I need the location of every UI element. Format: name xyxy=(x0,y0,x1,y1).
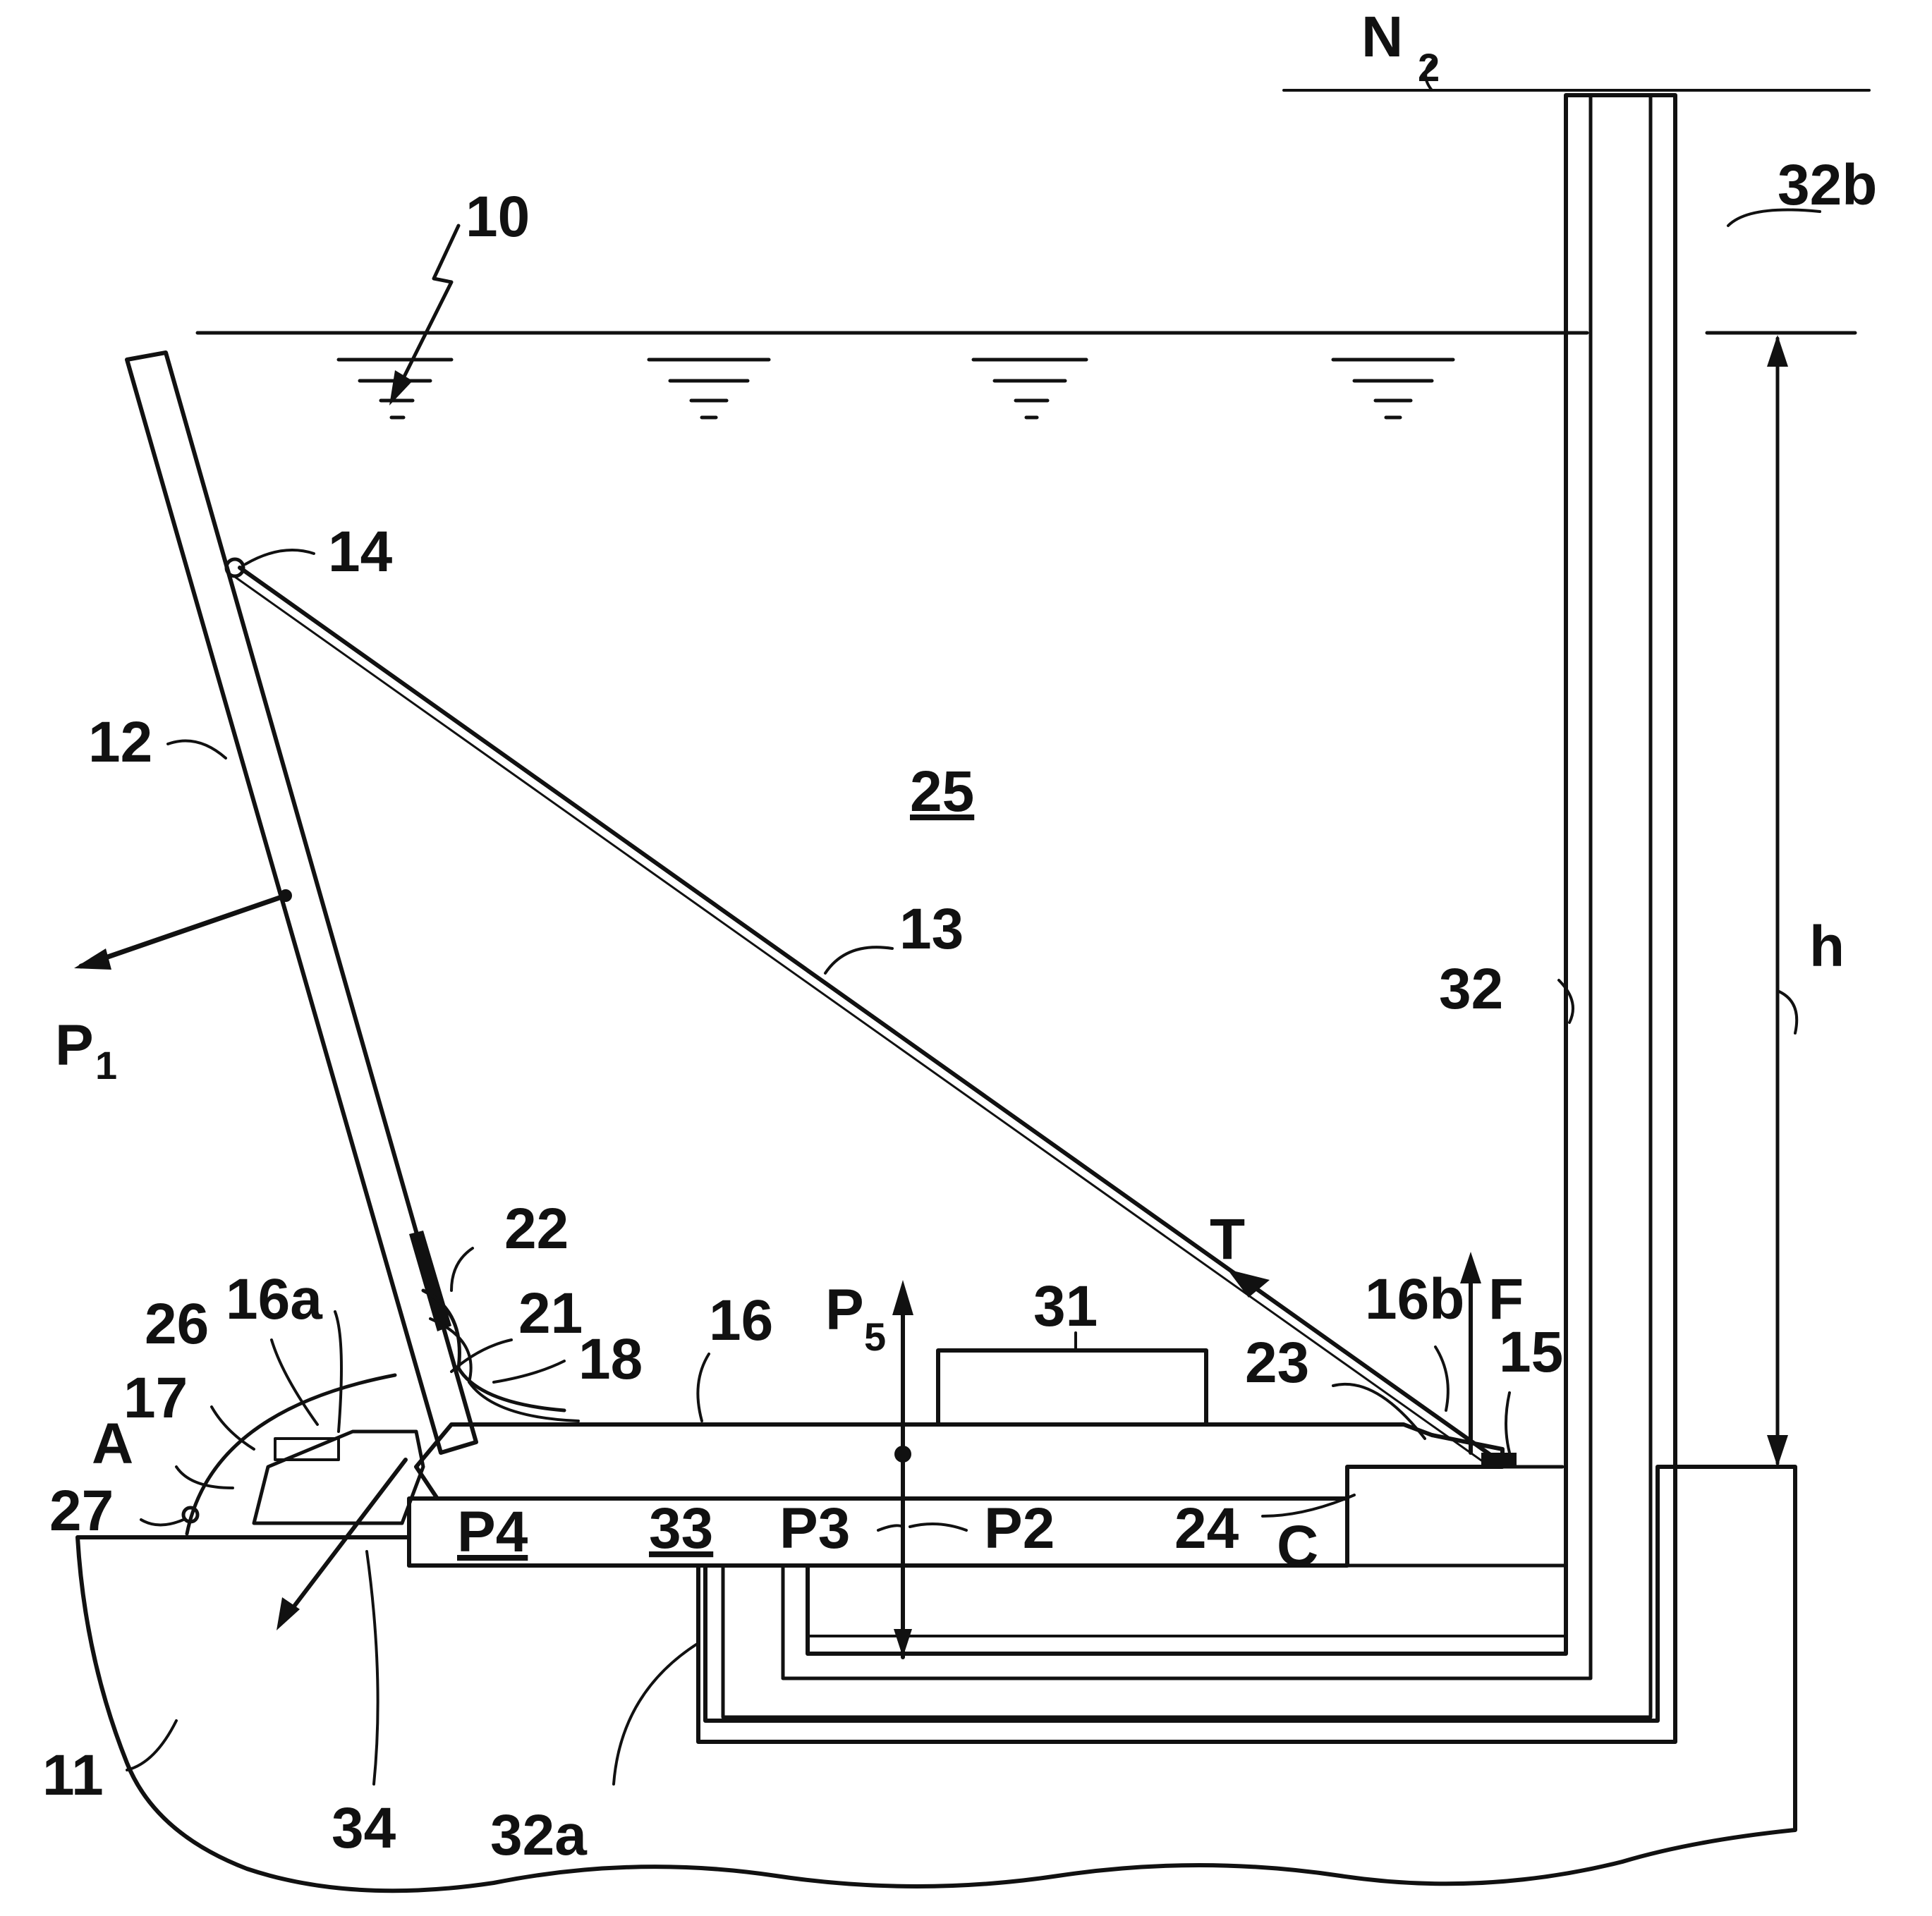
p1-point xyxy=(279,889,292,902)
seal-22 xyxy=(409,1231,451,1331)
label-22: 22 xyxy=(504,1197,569,1261)
label-23: 23 xyxy=(1245,1331,1309,1395)
label-18: 18 xyxy=(578,1327,643,1391)
label-t: T xyxy=(1210,1207,1245,1271)
label-p3: P3 xyxy=(779,1496,850,1561)
p5-arrowhead xyxy=(892,1280,913,1315)
ref-10-arrow xyxy=(395,226,458,395)
anchor-15 xyxy=(1481,1453,1517,1467)
label-14: 14 xyxy=(328,520,393,584)
label-15: 15 xyxy=(1499,1320,1563,1384)
label-34: 34 xyxy=(332,1796,396,1860)
label-32: 32 xyxy=(1439,957,1503,1021)
inner-plate xyxy=(808,1636,1566,1654)
label-21: 21 xyxy=(518,1281,583,1346)
base-slab-16 xyxy=(416,1424,1502,1499)
label-p5: P xyxy=(825,1278,864,1342)
label-25: 25 xyxy=(910,759,974,824)
label-p5-sub: 5 xyxy=(864,1314,886,1359)
label-11: 11 xyxy=(42,1743,104,1807)
label-12: 12 xyxy=(88,710,152,774)
p1-arrow xyxy=(81,896,286,966)
label-c: C xyxy=(1277,1514,1318,1578)
label-32b: 32b xyxy=(1778,153,1877,217)
label-a: A xyxy=(92,1412,133,1476)
label-26: 26 xyxy=(145,1292,209,1356)
label-10: 10 xyxy=(466,185,530,249)
label-31: 31 xyxy=(1033,1274,1098,1338)
label-16a: 16a xyxy=(226,1267,323,1331)
label-h: h xyxy=(1809,915,1845,979)
label-33: 33 xyxy=(649,1496,713,1561)
arc-26 xyxy=(187,1375,395,1534)
label-32a: 32a xyxy=(490,1803,588,1867)
water-surface-marks xyxy=(339,360,1453,417)
p4-arrow xyxy=(282,1460,406,1622)
channel-pipe-wall xyxy=(698,95,1675,1742)
label-13: 13 xyxy=(899,897,964,961)
label-n2: N xyxy=(1361,5,1403,69)
h-arrow-bottom xyxy=(1767,1435,1788,1467)
label-24: 24 xyxy=(1174,1496,1239,1561)
h-arrow-top xyxy=(1767,335,1788,367)
label-p1: P xyxy=(55,1013,94,1078)
channel-pipe-inner xyxy=(723,95,1651,1717)
label-p1-sub: 1 xyxy=(95,1043,117,1087)
label-p4: P4 xyxy=(457,1500,528,1564)
inner-concrete-block xyxy=(808,1566,1566,1654)
label-p2: P2 xyxy=(984,1496,1055,1561)
p5-point xyxy=(894,1446,911,1463)
label-16b: 16b xyxy=(1365,1267,1464,1331)
label-27: 27 xyxy=(49,1479,114,1543)
label-16: 16 xyxy=(709,1288,773,1353)
label-n2-sub: 2 xyxy=(1418,45,1440,90)
block-31 xyxy=(938,1350,1206,1424)
p1-arrowhead xyxy=(74,948,111,970)
